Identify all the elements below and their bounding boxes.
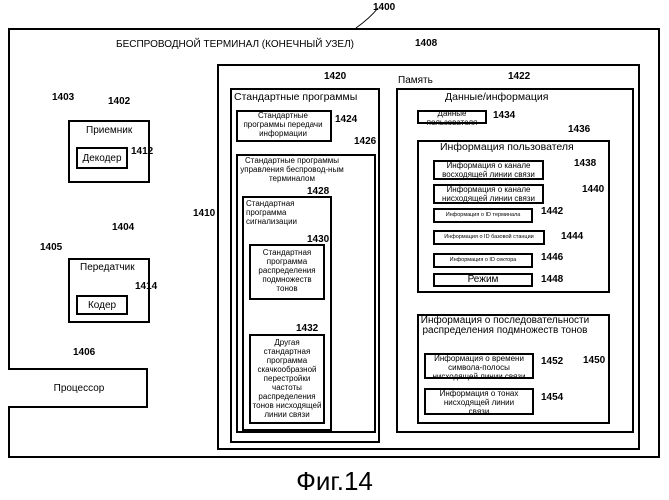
sequence-label: Информация о последовательности распреде…	[420, 316, 590, 336]
data-number: 1422	[508, 71, 530, 82]
figure-caption: Фиг.14	[0, 466, 669, 496]
receiver-antenna-number: 1403	[52, 92, 74, 103]
control-routines-number: 1426	[354, 136, 376, 147]
receiver-number: 1402	[108, 96, 130, 107]
transmitter-number: 1404	[112, 222, 134, 233]
data-label: Данные/информация	[445, 92, 548, 103]
uplink-channel-label: Информация о канале восходящей линии свя…	[434, 161, 543, 179]
tones-label: Информация о тонах нисходящей линии связ…	[434, 389, 524, 416]
hopping-number: 1432	[296, 323, 318, 334]
downlink-channel-number: 1440	[582, 184, 604, 195]
terminal-number: 1400	[373, 2, 395, 13]
terminal-title: БЕСПРОВОДНОЙ ТЕРМИНАЛ (КОНЕЧНЫЙ УЗЕЛ)	[116, 39, 354, 50]
transmitter-antenna-number: 1405	[40, 242, 62, 253]
control-routines-label: Стандартные программы управления беспров…	[237, 156, 347, 183]
memory-label: Память	[398, 75, 433, 86]
tones-number: 1454	[541, 392, 563, 403]
memory-number: 1408	[415, 38, 437, 49]
processor-number: 1406	[73, 347, 95, 358]
allocation-label: Стандартная программа распределения подм…	[251, 248, 323, 293]
signaling-label: Стандартная программа сигнализации	[246, 199, 308, 226]
comm-routines-label: Стандартные программы передачи информаци…	[243, 111, 323, 138]
encoder-number: 1414	[135, 281, 157, 292]
comm-routines-number: 1424	[335, 114, 357, 125]
processor-label: Процессор	[10, 383, 148, 394]
bus-number: 1410	[193, 208, 215, 219]
mode-label: Режим	[433, 274, 533, 285]
routines-number: 1420	[324, 71, 346, 82]
base-station-id-label: Информация о ID базовой станции	[433, 234, 545, 241]
routines-label: Стандартные программы	[234, 92, 357, 103]
uplink-channel-number: 1438	[574, 158, 596, 169]
symbol-time-label: Информация о времени символа-полосы нисх…	[426, 354, 532, 381]
decoder-number: 1412	[131, 146, 153, 157]
terminal-id-number: 1442	[541, 206, 563, 217]
downlink-channel-label: Информация о канале нисходящей линии свя…	[434, 185, 543, 203]
terminal-id-label: Информация о ID терминала	[433, 212, 533, 219]
symbol-time-number: 1452	[541, 356, 563, 367]
hopping-label: Другая стандартная программа скачкообраз…	[251, 338, 323, 419]
user-info-number: 1436	[568, 124, 590, 135]
user-data-label: Данные пользователя	[419, 109, 485, 127]
decoder-label: Декодер	[76, 153, 128, 164]
base-station-id-number: 1444	[561, 231, 583, 242]
receiver-antenna-icon	[34, 122, 50, 142]
transmitter-label: Передатчик	[80, 262, 135, 273]
user-info-label: Информация пользователя	[440, 142, 574, 153]
sector-id-number: 1446	[541, 252, 563, 263]
encoder-label: Кодер	[76, 300, 128, 311]
user-data-number: 1434	[493, 110, 515, 121]
transmitter-antenna-icon	[34, 262, 50, 282]
receiver-label: Приемник	[86, 125, 132, 136]
sector-id-label: Информация о ID сектора	[433, 257, 533, 264]
sequence-number: 1450	[583, 355, 605, 366]
mode-number: 1448	[541, 274, 563, 285]
